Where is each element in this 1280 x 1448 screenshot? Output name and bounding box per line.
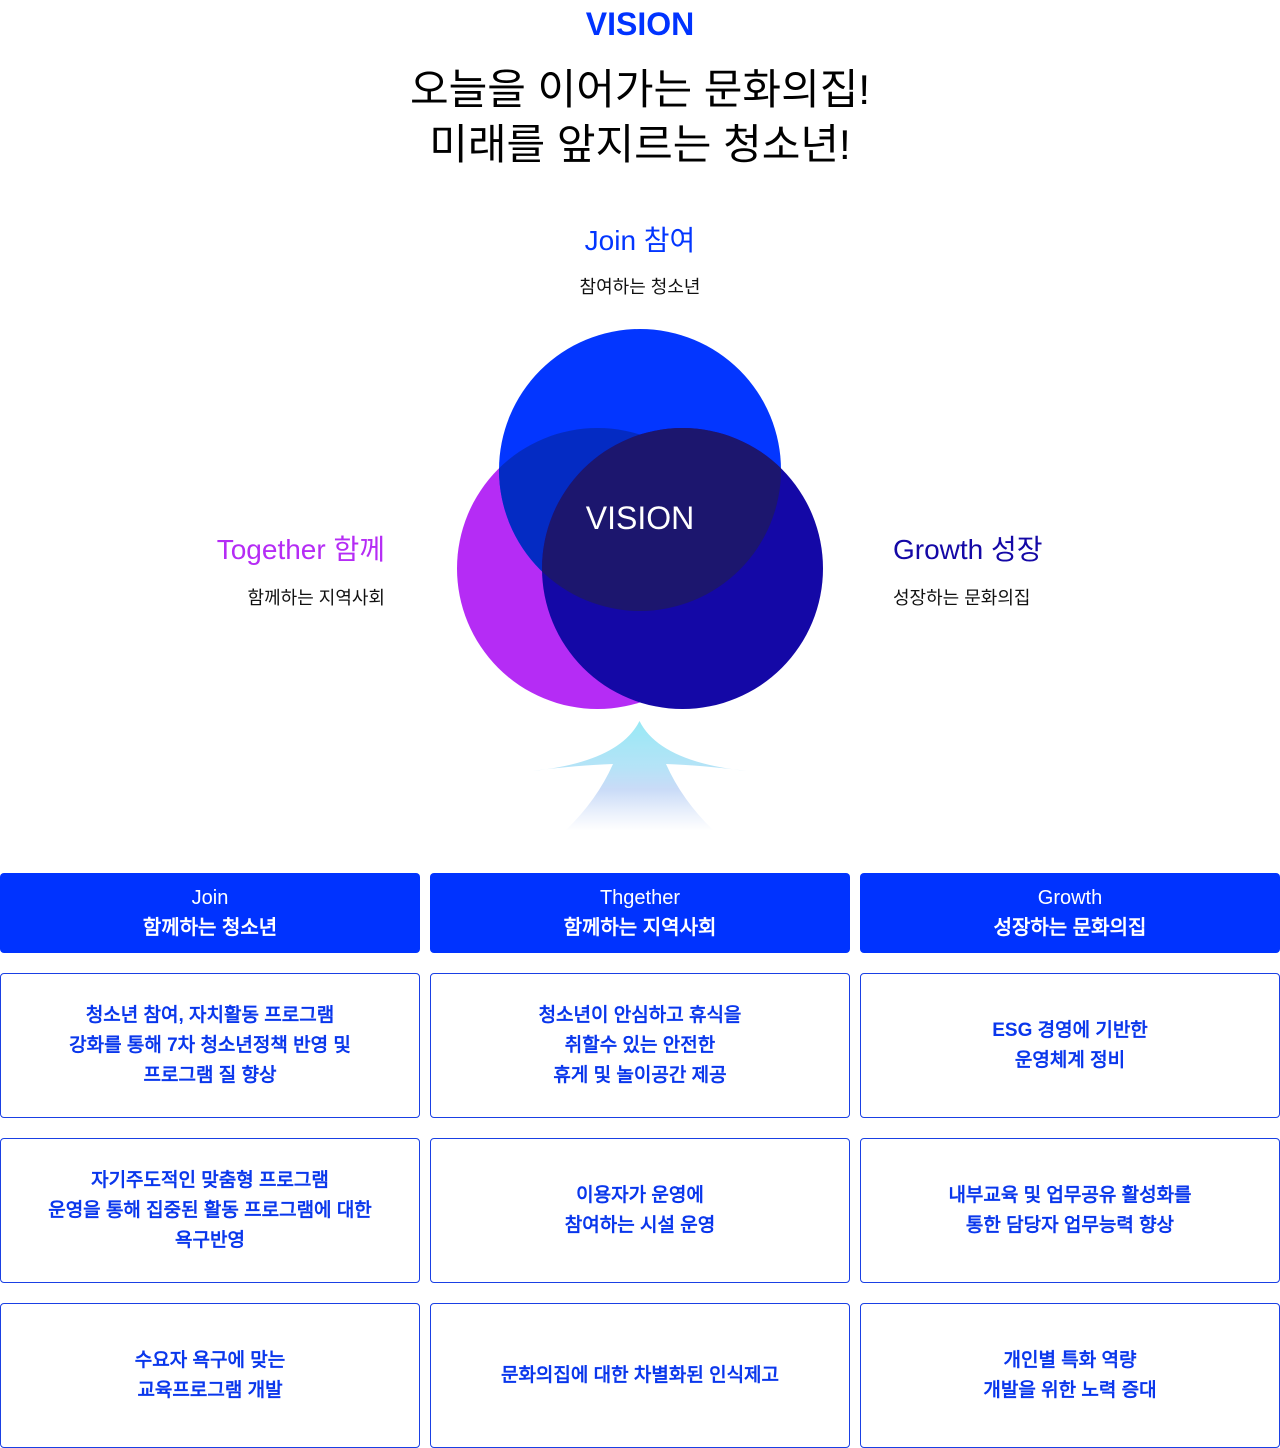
goal-column-join: Join 함께하는 청소년 청소년 참여, 자치활동 프로그램 강화를 통해 7… [0,873,420,1448]
goal-column-subtitle: 성장하는 문화의집 [993,917,1147,939]
goals-grid: Join 함께하는 청소년 청소년 참여, 자치활동 프로그램 강화를 통해 7… [0,873,1280,1448]
venn-diagram: VISION [457,329,823,830]
arrow-up-icon [532,721,747,830]
headline-line-1: 오늘을 이어가는 문화의집! [409,66,871,113]
goal-item: 문화의집에 대한 차별화된 인식제고 [430,1303,850,1448]
join-title: Join 참여 [584,225,696,256]
goal-column-header: Growth 성장하는 문화의집 [860,873,1280,953]
goal-column-together: Thgether 함께하는 지역사회 청소년이 안심하고 휴식을 취할수 있는 … [430,873,850,1448]
section-label: VISION [585,6,695,42]
goal-item: 청소년 참여, 자치활동 프로그램 강화를 통해 7차 청소년정책 반영 및 프… [0,973,420,1118]
join-subtitle: 참여하는 청소년 [579,277,701,297]
headline-line-2: 미래를 앞지르는 청소년! [429,121,851,168]
goal-item: 개인별 특화 역량 개발을 위한 노력 증대 [860,1303,1280,1448]
goal-column-header: Join 함께하는 청소년 [0,873,420,953]
goal-column-growth: Growth 성장하는 문화의집 ESG 경영에 기반한 운영체계 정비 내부교… [860,873,1280,1448]
goal-column-title: Join [191,887,229,909]
goal-column-subtitle: 함께하는 청소년 [142,917,278,939]
goal-item: ESG 경영에 기반한 운영체계 정비 [860,973,1280,1118]
goal-column-header: Thgether 함께하는 지역사회 [430,873,850,953]
growth-subtitle: 성장하는 문화의집 [893,588,1031,608]
goal-item: 이용자가 운영에 참여하는 시설 운영 [430,1138,850,1283]
goal-item: 수요자 욕구에 맞는 교육프로그램 개발 [0,1303,420,1448]
join-growth-overlap [542,428,781,611]
goal-column-title: Growth [1037,887,1103,909]
page-headline: 오늘을 이어가는 문화의집! 미래를 앞지르는 청소년! [0,62,1280,172]
goal-column-title: Thgether [599,887,681,909]
goal-item: 청소년이 안심하고 휴식을 취할수 있는 안전한 휴게 및 놀이공간 제공 [430,973,850,1118]
vision-center-label: VISION [586,500,694,536]
goal-column-subtitle: 함께하는 지역사회 [563,917,717,939]
growth-title: Growth 성장 [893,534,1043,565]
goal-item: 자기주도적인 맞춤형 프로그램 운영을 통해 집중된 활동 프로그램에 대한 욕… [0,1138,420,1283]
goal-item: 내부교육 및 업무공유 활성화를 통한 담당자 업무능력 향상 [860,1138,1280,1283]
together-title: Together 함께 [216,534,385,565]
together-subtitle: 함께하는 지역사회 [247,588,385,608]
